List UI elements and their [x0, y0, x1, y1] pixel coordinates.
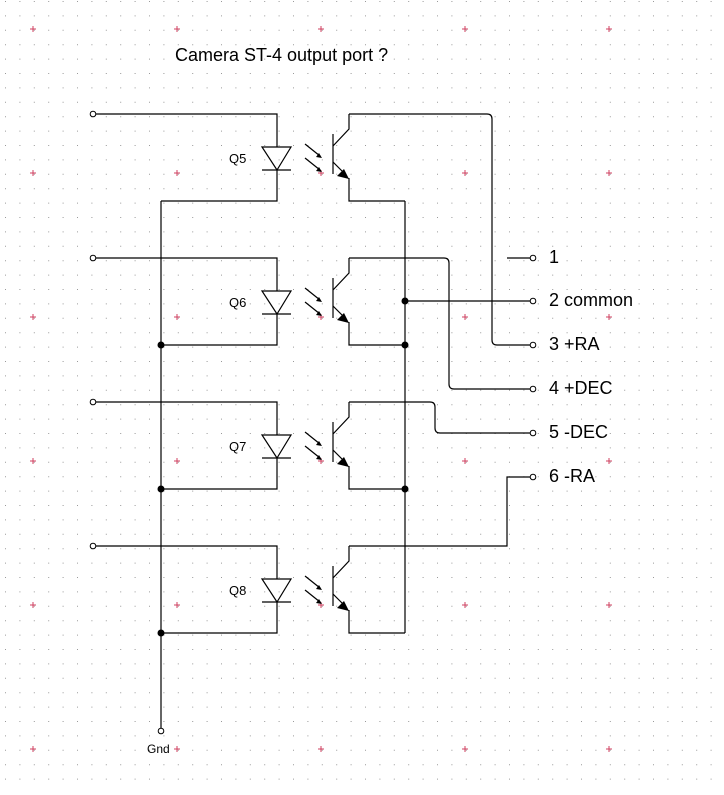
- led-input-wire: [93, 113, 278, 147]
- optocoupler-label: Q8: [229, 583, 246, 598]
- led-diode-icon: [260, 578, 293, 604]
- optocoupler-q7: Q7: [89, 398, 405, 490]
- optocoupler-label: Q6: [229, 295, 246, 310]
- ground-terminal: [157, 727, 165, 735]
- pin-label-4: 4 +DEC: [549, 378, 613, 398]
- led-cathode-wire: [161, 602, 278, 634]
- led-diode-icon: [260, 146, 293, 172]
- arrow-head-icon: [316, 585, 322, 590]
- light-arrow-icon: [304, 575, 321, 589]
- arrow-head-icon: [316, 441, 322, 446]
- led-input-wire: [93, 401, 278, 435]
- optocoupler-label: Q7: [229, 439, 246, 454]
- light-arrow-icon: [304, 287, 321, 301]
- led-input-wire: [93, 257, 278, 291]
- arrow-head-icon: [316, 153, 322, 158]
- grid-background: [5, 1, 712, 780]
- pin-label-3: 3 +RA: [549, 334, 600, 354]
- transistor-collector: [332, 402, 350, 435]
- light-arrow-icon: [304, 143, 321, 157]
- pin6-ra-minus-wire: [349, 476, 533, 547]
- transistor-collector: [332, 258, 350, 291]
- pin3-ra-plus-wire: [349, 113, 533, 346]
- input-terminal: [89, 254, 97, 262]
- pin-label-2: 2 common: [549, 290, 633, 310]
- pin-label-6: 6 -RA: [549, 466, 595, 486]
- arrow-head-icon: [316, 455, 322, 460]
- input-terminal: [89, 398, 97, 406]
- light-arrow-icon: [304, 589, 321, 603]
- ground-label: Gnd: [147, 742, 170, 756]
- pin-terminal: [529, 341, 537, 349]
- junction-dot: [401, 485, 409, 493]
- junction-dot: [157, 341, 165, 349]
- emitter-wire: [348, 610, 405, 634]
- junction-dot: [157, 629, 165, 637]
- pin5-dec-minus-wire: [349, 401, 533, 434]
- led-cathode-wire: [161, 170, 278, 202]
- led-input-wire: [93, 545, 278, 579]
- arrow-head-icon: [316, 599, 322, 604]
- led-diode-icon: [260, 290, 293, 316]
- optocoupler-q8: Q8: [89, 542, 405, 634]
- input-terminal: [89, 110, 97, 118]
- arrow-head-icon: [316, 311, 322, 316]
- optocoupler-q5: Q5: [89, 110, 405, 202]
- led-cathode-wire: [161, 314, 278, 346]
- transistor-collector: [332, 546, 350, 579]
- emitter-wire: [348, 322, 405, 346]
- emitter-wire: [348, 178, 405, 202]
- light-arrow-icon: [304, 157, 321, 171]
- emitter-arrow-icon: [337, 313, 349, 323]
- light-arrow-icon: [304, 301, 321, 315]
- pin4-dec-plus-wire: [349, 257, 533, 390]
- optocoupler-q6: Q6: [89, 254, 405, 346]
- input-terminal: [89, 542, 97, 550]
- led-cathode-wire: [161, 458, 278, 490]
- emitter-wire: [348, 466, 405, 490]
- transistor-collector: [332, 114, 350, 147]
- pin-label-5: 5 -DEC: [549, 422, 608, 442]
- grid-crosses: [30, 26, 612, 752]
- pin-terminal: [529, 429, 537, 437]
- junction-dot: [401, 341, 409, 349]
- junction-dot: [157, 485, 165, 493]
- light-arrow-icon: [304, 431, 321, 445]
- pin-label-1: 1: [549, 247, 559, 267]
- arrow-head-icon: [316, 167, 322, 172]
- pin-terminal: [529, 297, 537, 305]
- emitter-arrow-icon: [337, 601, 349, 611]
- led-diode-icon: [260, 434, 293, 460]
- optocoupler-label: Q5: [229, 151, 246, 166]
- diagram-title: Camera ST-4 output port ?: [175, 45, 388, 65]
- pin-terminal: [529, 254, 537, 262]
- emitter-arrow-icon: [337, 169, 349, 179]
- arrow-head-icon: [316, 297, 322, 302]
- pin-terminal: [529, 473, 537, 481]
- light-arrow-icon: [304, 445, 321, 459]
- pin-terminal: [529, 385, 537, 393]
- emitter-arrow-icon: [337, 457, 349, 467]
